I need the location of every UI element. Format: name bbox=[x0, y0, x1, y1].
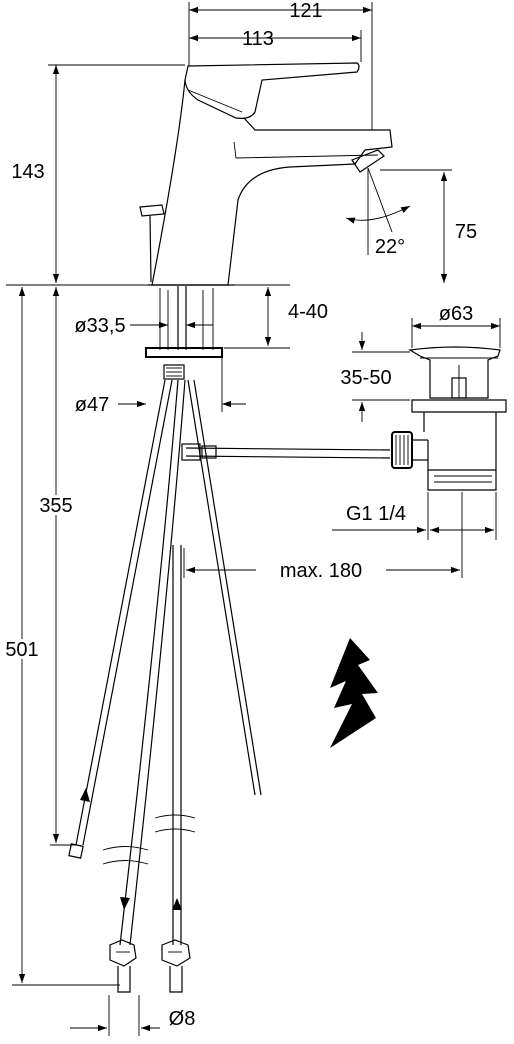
dim-waste-diameter: ø63 bbox=[439, 303, 473, 325]
dim-waste-thread: G1 1/4 bbox=[346, 503, 406, 525]
dim-flange-diameter: ø47 bbox=[75, 394, 109, 416]
dim-hose-diameter: Ø8 bbox=[169, 1008, 196, 1030]
waste-rod bbox=[185, 447, 391, 451]
dim-waste-range: 35-50 bbox=[340, 367, 391, 389]
spout-outlet bbox=[351, 149, 385, 173]
dim-width-overall: 121 bbox=[289, 0, 322, 22]
dim-height-total: 501 bbox=[5, 639, 38, 661]
hose-nut-left bbox=[109, 939, 137, 993]
fixing-plate bbox=[145, 347, 223, 358]
flow-arrow-icon bbox=[80, 788, 90, 802]
tap-lever bbox=[184, 62, 360, 119]
popup-knob bbox=[139, 204, 165, 217]
waste-coupling bbox=[391, 431, 413, 469]
dim-width-spout: 113 bbox=[242, 28, 274, 50]
dim-height-spout: 75 bbox=[455, 221, 477, 243]
flow-arrow-icon bbox=[172, 898, 182, 910]
dim-height-supply: 355 bbox=[39, 495, 72, 517]
dim-height-tap: 143 bbox=[11, 161, 44, 183]
flow-arrow-icon bbox=[120, 897, 130, 910]
supply-hose-left bbox=[75, 379, 166, 846]
lightning-bolt-icon bbox=[330, 638, 378, 748]
supply-hoses bbox=[68, 379, 262, 993]
fixing-nut bbox=[163, 364, 185, 380]
dim-bore-diameter: ø33,5 bbox=[74, 315, 125, 337]
waste-head bbox=[408, 346, 501, 399]
dim-rod-max: max. 180 bbox=[280, 560, 362, 582]
dimension-lines bbox=[6, 2, 501, 1036]
waste-assembly bbox=[181, 346, 507, 491]
tap-body bbox=[139, 62, 393, 286]
dim-deck-thickness: 4-40 bbox=[288, 301, 328, 323]
popup-rod bbox=[187, 379, 256, 796]
tap-column bbox=[151, 79, 393, 286]
dim-spout-angle: 22° bbox=[375, 236, 405, 258]
hose-nut-right bbox=[161, 939, 191, 993]
dimension-labels: 121 113 143 75 22° ø33,5 4-40 ø47 355 50… bbox=[2, 0, 477, 1030]
supply-hose-middle bbox=[119, 379, 179, 946]
